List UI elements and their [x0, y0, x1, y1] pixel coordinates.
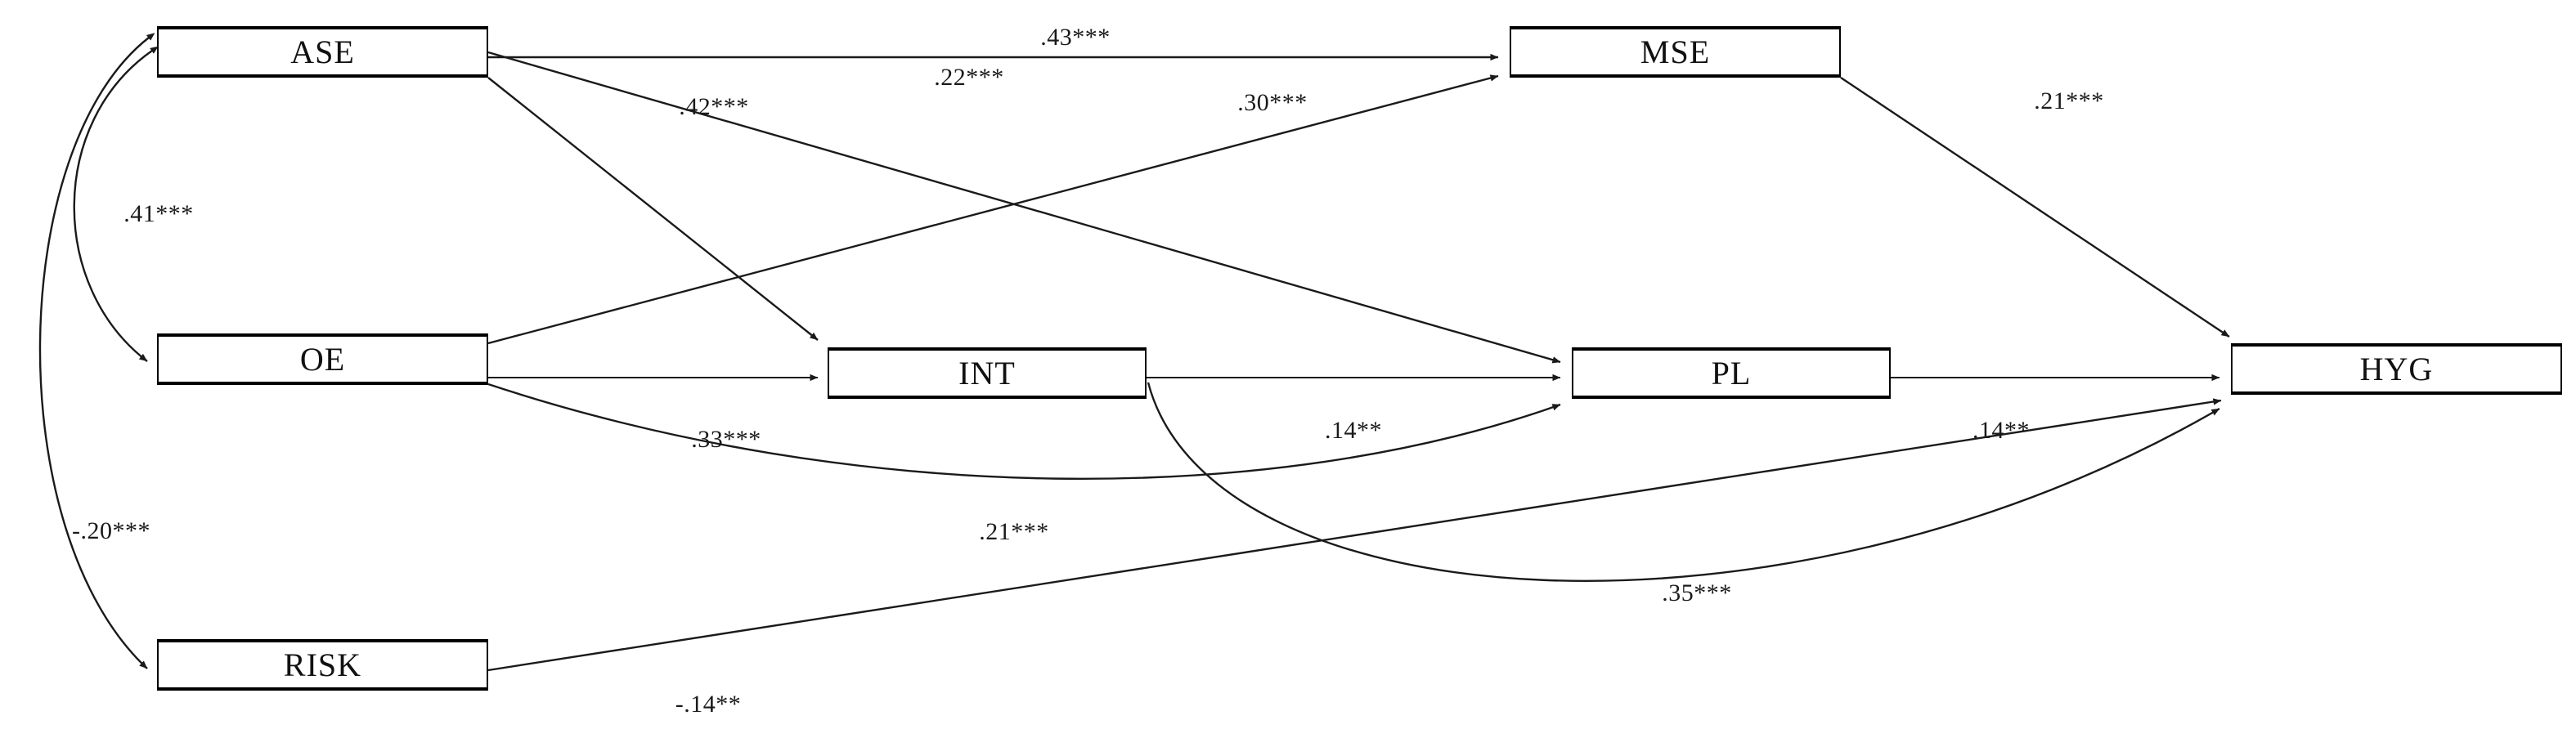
edge-risk-to-hyg	[487, 398, 2222, 672]
node-pl-label: PL	[1711, 354, 1752, 391]
node-oe-label: OE	[299, 340, 346, 378]
edge-label-ase-risk: -.20***	[72, 517, 150, 544]
edge-ase-to-risk-covariance	[38, 33, 155, 669]
edge-label-pl-hyg: .14**	[1972, 417, 2030, 444]
edge-ase-to-int	[487, 77, 819, 341]
edge-ase-to-oe-covariance	[73, 46, 159, 362]
node-mse-label: MSE	[1640, 33, 1711, 70]
edge-label-ase-oe: .41***	[123, 200, 194, 227]
node-mse[interactable]: MSE	[1510, 26, 1841, 78]
edge-label-ase-int: .42***	[679, 93, 749, 120]
node-int-label: INT	[958, 354, 1016, 391]
node-hyg-label: HYG	[2359, 350, 2434, 387]
node-risk[interactable]: RISK	[157, 639, 488, 691]
node-ase-label: ASE	[290, 33, 355, 70]
edge-label-risk-hyg: -.14**	[675, 691, 742, 718]
edge-label-oe-mse: .30***	[1237, 89, 1308, 116]
edge-mse-to-hyg	[1840, 77, 2230, 338]
node-int[interactable]: INT	[828, 347, 1147, 399]
edge-label-int-pl: .14**	[1325, 417, 1382, 444]
node-risk-label: RISK	[283, 646, 362, 683]
edge-label-oe-pl: .21***	[979, 518, 1049, 545]
edge-oe-to-pl	[487, 382, 1561, 481]
node-hyg[interactable]: HYG	[2231, 343, 2562, 395]
node-pl[interactable]: PL	[1572, 347, 1891, 399]
edge-oe-to-mse	[487, 74, 1499, 345]
edge-label-int-hyg: .35***	[1662, 579, 1732, 606]
edge-int-to-hyg	[1147, 382, 2220, 582]
edge-label-mse-hyg: .21***	[2034, 87, 2104, 114]
edge-ase-to-pl	[487, 51, 1561, 364]
node-ase[interactable]: ASE	[157, 26, 488, 78]
edge-label-ase-pl: .22***	[934, 64, 1004, 91]
edge-label-oe-int: .33***	[691, 426, 761, 453]
node-oe[interactable]: OE	[157, 333, 488, 385]
edge-label-ase-mse: .43***	[1040, 24, 1111, 51]
